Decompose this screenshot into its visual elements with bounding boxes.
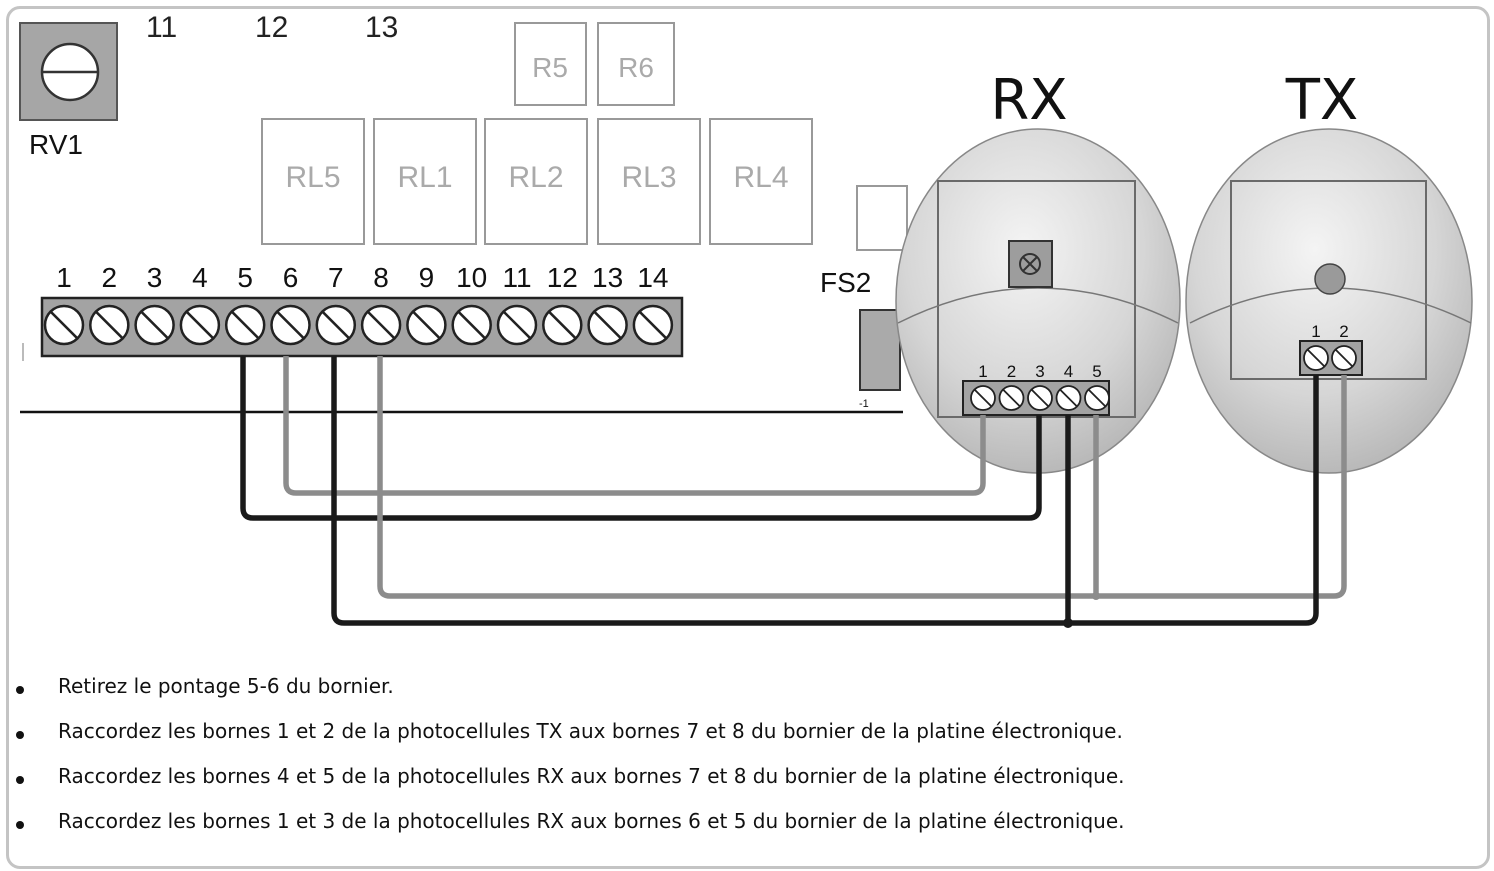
wiring-diagram: 11 12 13 RV1 R5 R6 RL5 RL1 RL2 RL3 [19,11,1473,628]
relay-large-group: RL5 RL1 RL2 RL3 RL4 [261,118,813,245]
instruction-text: Retirez le pontage 5-6 du bornier. [58,674,394,698]
terminal-number: 14 [637,262,668,293]
terminal-screw-icon [270,304,311,346]
relay-label: RL2 [508,161,563,194]
relay-label: R5 [532,52,568,83]
terminal-number: 8 [373,262,389,293]
terminal-screw-icon [1027,385,1053,411]
terminal-number: 4 [1064,362,1073,381]
terminal-screw-icon [89,304,130,346]
bullet-icon [16,686,24,694]
wire-black [240,356,1042,521]
terminal-screw-icon [43,304,85,346]
terminal-number: 12 [547,262,578,293]
rv1-potentiometer: RV1 [19,22,118,160]
diagram-frame: 11 12 13 RV1 R5 R6 RL5 RL1 RL2 RL3 [6,6,1490,869]
bullet-icon [16,776,24,784]
fuse-label: FS2 [820,267,871,298]
terminal-screw-icon [224,304,266,346]
terminal-number: 6 [283,262,299,293]
wire-black [331,356,1319,626]
relay-small-group: R5 R6 [514,22,675,106]
relay-label: RL4 [733,161,788,194]
tx-title: TX [1285,68,1359,133]
terminal-screw-icon [1331,345,1357,371]
tx-led-icon [1314,263,1346,295]
terminal-screw-icon [179,304,221,346]
terminal-number: 7 [328,262,344,293]
terminal-number: 2 [102,262,118,293]
terminal-screw-icon [970,385,996,411]
terminal-number: 5 [237,262,253,293]
top-partial-label: 13 [365,11,398,44]
rv1-label: RV1 [29,129,83,160]
relay-label: RL1 [397,161,452,194]
instruction-text: Raccordez les bornes 1 et 2 de la photoc… [58,719,1123,743]
top-partial-labels: 11 12 13 [146,11,398,44]
terminal-screw-icon [998,385,1025,411]
terminal-screw-icon [451,304,492,346]
terminal-number: 2 [1339,322,1348,341]
fuse-fs2: FS2 -1 [820,185,908,410]
rx-adjust-screw-icon [1008,240,1053,288]
terminal-number: 1 [978,362,987,381]
terminal-screw-icon [315,304,357,346]
wire-gray [377,356,1347,599]
instruction-text: Raccordez les bornes 4 et 5 de la photoc… [58,764,1125,788]
relay-label: RL5 [285,161,340,194]
fuse-sub-label: -1 [859,398,869,410]
top-partial-label: 11 [146,11,177,44]
terminal-number: 1 [56,262,72,293]
terminal-screw-icon [632,304,674,346]
terminal-screw-icon [542,304,583,346]
bullet-icon [16,821,24,829]
terminal-number: 2 [1007,362,1016,381]
terminal-screw-icon [496,304,538,346]
top-partial-label: 12 [255,11,288,44]
terminal-number: 3 [147,262,163,293]
wire-junction [1063,618,1073,628]
relay-label: RL3 [621,161,676,194]
terminal-number: 9 [419,262,435,293]
terminal-screw-icon [1084,385,1110,411]
terminal-number: 5 [1092,362,1101,381]
terminal-screw-icon [406,304,447,346]
wires [240,356,1347,628]
terminal-number: 3 [1035,362,1044,381]
wire-gray [283,356,986,496]
terminal-screw-icon [587,304,628,346]
terminal-number: 1 [1311,322,1320,341]
bullet-icon [16,731,24,739]
terminal-screw-icon [360,304,402,346]
terminal-screw-icon [1055,385,1082,411]
wire-junction [1092,592,1100,600]
terminal-screw-icon [1303,345,1329,371]
terminal-number: 13 [592,262,623,293]
instruction-text: Raccordez les bornes 1 et 3 de la photoc… [58,809,1125,833]
terminal-number: 11 [502,262,531,293]
rx-title: RX [990,68,1067,133]
terminal-number: 4 [192,262,208,293]
terminal-screw-icon [134,304,175,346]
relay-label: R6 [618,52,654,83]
terminal-number: 10 [456,262,487,293]
